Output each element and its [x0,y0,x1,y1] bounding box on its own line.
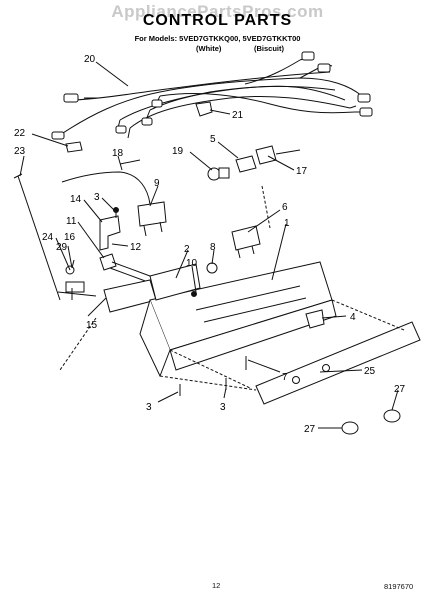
callout-15: 15 [86,320,98,331]
wiring-harness [59,57,369,139]
harness-connector [63,93,79,103]
callout-27-left: 27 [304,424,316,435]
model-numbers: For Models: 5VED7GTKKQ00, 5VED7GTKKT00 [134,34,301,43]
callout-18: 18 [112,148,124,159]
tube [61,171,151,205]
callout-10: 10 [186,258,198,269]
control-knob [341,421,359,435]
callout-5: 5 [210,134,216,145]
callout-25: 25 [364,366,376,377]
callout-20: 20 [84,54,96,65]
screw [191,291,197,297]
harness-connector [151,99,163,108]
control-knob [383,409,401,423]
callout-1: 1 [284,218,290,229]
leader-lines [19,61,399,429]
panel-hole [322,364,330,372]
callout-6: 6 [282,202,288,213]
clip [65,281,85,293]
callout-29: 29 [56,242,68,253]
callout-11: 11 [66,216,77,227]
variant-biscuit: (Biscuit) [254,44,284,53]
callout-8: 8 [210,242,216,253]
callout-12: 12 [130,242,142,253]
callout-23: 23 [14,146,26,157]
harness-connector [141,117,153,126]
callout-3-bottom-right: 3 [220,402,226,413]
document-number: 8197670 [384,582,414,591]
watermark-text: AppliancePartsPros.com [111,2,324,21]
callout-2: 2 [184,244,190,255]
wire-connector [65,141,83,153]
callout-3-top: 3 [94,192,100,203]
harness-connector [359,107,373,117]
callout-16: 16 [64,232,76,243]
harness-connector [301,51,315,61]
callout-22: 22 [14,128,26,139]
callout-27-right: 27 [394,384,406,395]
callout-17: 17 [296,166,308,177]
switch [305,309,325,329]
mounting-bracket [99,215,121,251]
screw [113,207,119,213]
alignment-lines [59,185,405,391]
harness-connector [51,131,65,140]
harness-clip [195,101,213,117]
callout-3-bottom-left: 3 [146,402,152,413]
page-number: 12 [212,581,221,590]
callout-24: 24 [42,232,54,243]
light-bulb [207,167,221,181]
bulb-base [218,167,230,179]
callout-19: 19 [172,146,184,157]
callout-7: 7 [282,372,288,383]
rod [17,175,61,301]
variant-white: (White) [196,44,222,53]
harness-connector [317,63,331,73]
defrost-timer [231,225,261,251]
callout-labels: 20 21 22 23 18 19 5 17 9 3 14 11 12 16 2… [14,54,406,435]
callout-14: 14 [70,194,82,205]
callout-21: 21 [232,110,244,121]
harness-connector [357,93,371,103]
panel-hole [292,376,300,384]
harness-connector [115,125,127,134]
thermostat [137,201,167,227]
indicator-light [206,262,218,274]
callout-9: 9 [154,178,160,189]
lamp-socket-housing [255,145,277,165]
lamp-socket [235,155,257,173]
callout-4: 4 [350,312,356,323]
page-title: CONTROL PARTS [142,12,293,29]
